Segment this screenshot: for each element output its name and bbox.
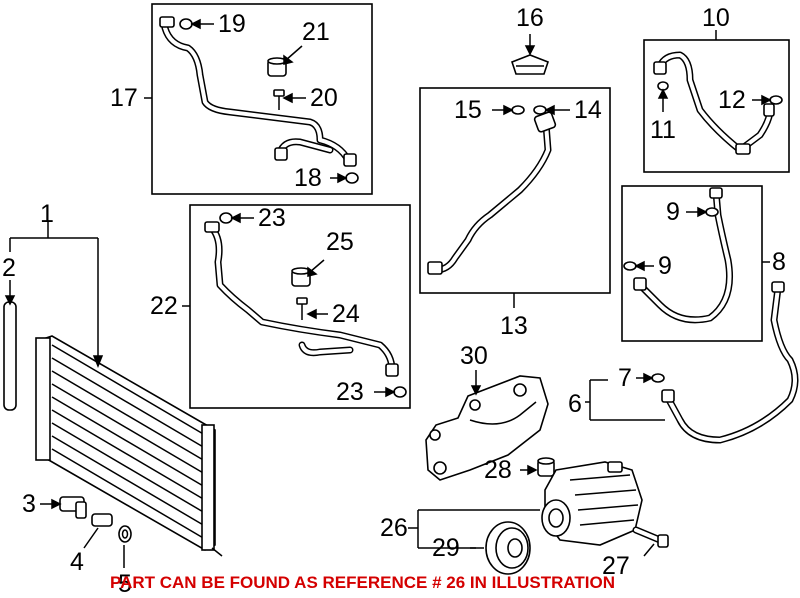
- callout-14: 14: [574, 96, 602, 124]
- callout-5: 5: [118, 570, 132, 598]
- bracket-30: [425, 375, 549, 481]
- callout-18: 18: [294, 164, 322, 192]
- callout-20: 20: [310, 84, 338, 112]
- leader-lines: [4, 18, 772, 568]
- callout-16: 16: [516, 4, 544, 32]
- callout-21: 21: [302, 18, 330, 46]
- fitting-3: [59, 496, 87, 519]
- callout-9a: 9: [666, 198, 680, 226]
- hose-6: [661, 281, 799, 444]
- liquid-line-13: [427, 111, 557, 275]
- o-ring-12: [769, 95, 783, 105]
- bolt-27: [632, 526, 669, 548]
- cap-16: [511, 54, 549, 75]
- valve-core-20: [273, 89, 285, 110]
- callout-7: 7: [618, 364, 632, 392]
- callout-10: 10: [702, 4, 730, 32]
- callout-28: 28: [484, 456, 512, 484]
- callout-23a: 23: [258, 204, 286, 232]
- o-ring-15: [511, 105, 525, 115]
- box-17: [151, 3, 373, 195]
- valve-cap-25: [291, 267, 311, 287]
- pulley-29: [485, 521, 531, 575]
- o-ring-23-top: [219, 212, 233, 224]
- callout-4: 4: [70, 548, 84, 576]
- o-ring-5: [118, 525, 132, 543]
- o-ring-19: [179, 18, 193, 30]
- o-ring-18: [345, 172, 359, 184]
- reference-note: PART CAN BE FOUND AS REFERENCE # 26 IN I…: [110, 573, 615, 592]
- callout-12: 12: [718, 86, 746, 114]
- callout-3: 3: [22, 490, 36, 518]
- valve-core-24: [296, 297, 308, 320]
- callout-labels: 1 2 3 4 5 6 7 8 9 9 10 11 12 13 14 15 16…: [2, 4, 786, 598]
- callout-17: 17: [110, 84, 138, 112]
- bushing-28: [537, 457, 555, 477]
- callout-19: 19: [218, 10, 246, 38]
- callout-2: 2: [2, 254, 16, 282]
- o-ring-23-bottom: [393, 386, 407, 398]
- hose-10: [653, 51, 775, 155]
- callout-27: 27: [602, 552, 630, 580]
- o-ring-14: [533, 105, 547, 115]
- hose-8: [633, 187, 734, 324]
- callout-9b: 9: [658, 252, 672, 280]
- callout-13: 13: [500, 312, 528, 340]
- valve-cap-21: [267, 57, 287, 77]
- callout-15: 15: [454, 96, 482, 124]
- compressor-26: [541, 461, 643, 546]
- o-ring-9-top: [705, 207, 719, 217]
- callout-30: 30: [460, 342, 488, 370]
- suction-line-17: [159, 16, 357, 167]
- callout-11: 11: [650, 116, 676, 144]
- callout-29: 29: [432, 534, 460, 562]
- callout-8: 8: [772, 248, 786, 276]
- discharge-line-22: [204, 221, 399, 377]
- receiver-drier: [3, 301, 17, 411]
- callout-6: 6: [568, 390, 582, 418]
- callout-24: 24: [332, 300, 360, 328]
- box-22: [189, 204, 411, 409]
- box-8: [621, 185, 763, 342]
- o-ring-7: [651, 373, 665, 383]
- callout-26: 26: [380, 514, 408, 542]
- callout-1: 1: [40, 200, 54, 228]
- callout-22: 22: [150, 292, 178, 320]
- callout-23b: 23: [336, 378, 364, 406]
- callout-25: 25: [326, 228, 354, 256]
- box-13: [419, 87, 611, 294]
- plug-4: [91, 513, 113, 527]
- condenser: [35, 335, 223, 557]
- o-ring-9-bottom: [623, 261, 637, 271]
